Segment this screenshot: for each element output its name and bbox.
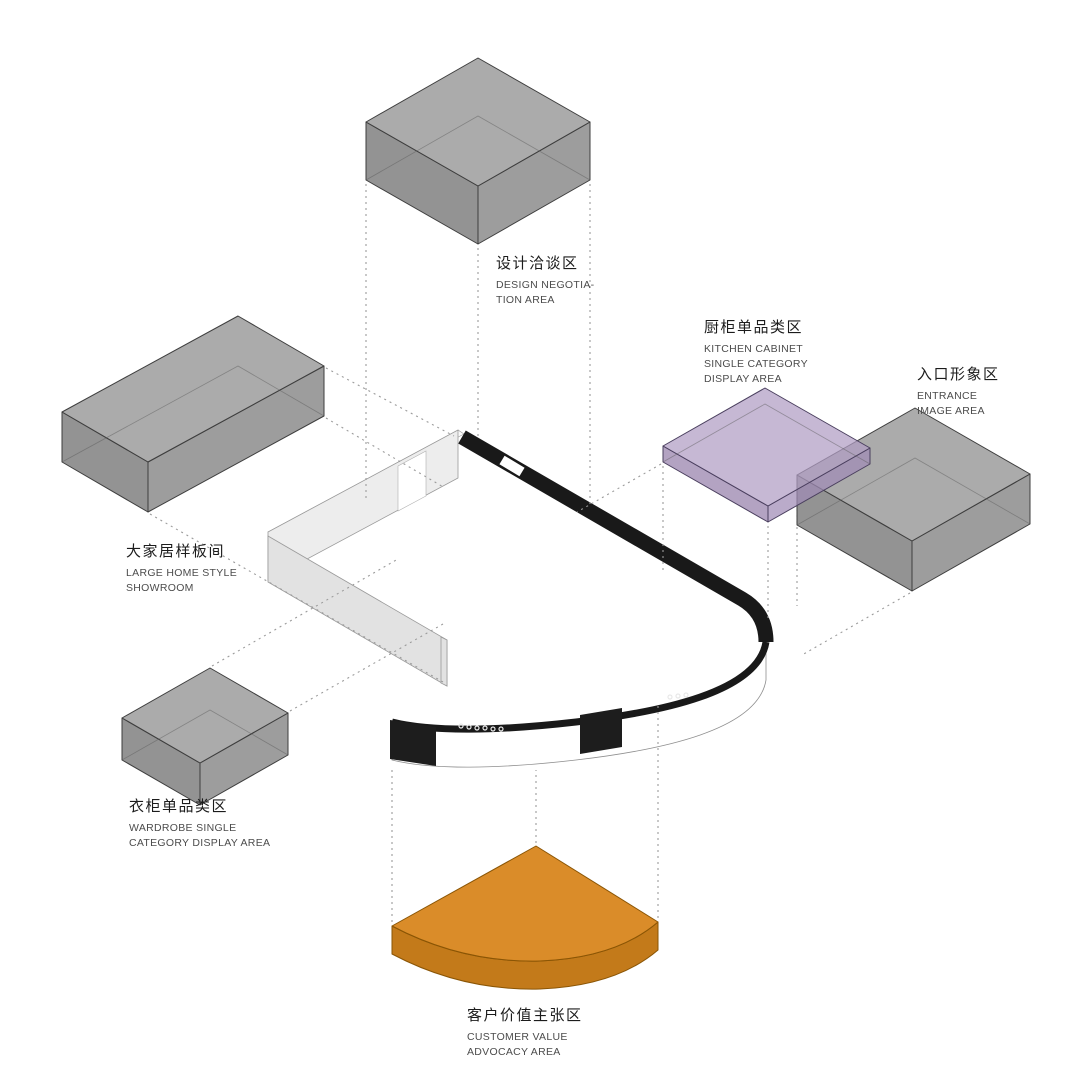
projection-line	[576, 463, 662, 513]
plan-wall-notch-cap	[440, 636, 448, 687]
dot-icon	[683, 692, 689, 698]
plan-door-block	[390, 720, 436, 766]
box-top-face	[121, 667, 289, 764]
label-en: ENTRANCE IMAGE AREA	[917, 390, 985, 418]
dot-icon	[458, 723, 464, 729]
plan-door-gap	[499, 455, 525, 477]
dot-icon	[498, 726, 504, 732]
projection-line	[149, 513, 444, 683]
label-entrance: 入口形象区 ENTRANCE IMAGE AREA	[917, 363, 1000, 419]
floor-plan	[267, 429, 774, 768]
label-en: LARGE HOME STYLE SHOWROOM	[126, 567, 237, 595]
label-en: KITCHEN CABINET SINGLE CATEGORY DISPLAY …	[704, 343, 808, 386]
plan-wall-front-face	[391, 641, 767, 768]
label-zh: 衣柜单品类区	[129, 798, 229, 815]
dot-icon	[675, 693, 681, 699]
plan-wall-notch-face	[267, 535, 448, 687]
design-negotiation-box	[365, 57, 591, 245]
plan-door-opening	[397, 450, 427, 512]
label-zh: 入口形象区	[917, 366, 1000, 383]
box-top-face	[365, 57, 591, 187]
entrance-image-box	[796, 407, 1031, 592]
dot-icon	[667, 694, 673, 700]
box-hidden-edges	[365, 115, 591, 181]
dot-icon	[482, 725, 488, 731]
projection-line	[801, 592, 911, 656]
label-zh: 客户价值主张区	[467, 1007, 583, 1024]
box-hidden-edges	[662, 403, 871, 465]
box-hidden-edges	[61, 365, 325, 463]
customer-value-box	[391, 845, 659, 990]
projection-line	[325, 367, 455, 437]
box-top-face	[61, 315, 325, 463]
box-top-face	[662, 387, 871, 507]
label-kitchen-cabinet: 厨柜单品类区 KITCHEN CABINET SINGLE CATEGORY D…	[704, 316, 808, 388]
label-en: CUSTOMER VALUE ADVOCACY AREA	[467, 1031, 568, 1059]
kitchen-cabinet-box	[662, 387, 871, 523]
box-hidden-edges	[796, 457, 1031, 526]
label-wardrobe: 衣柜单品类区 WARDROBE SINGLE CATEGORY DISPLAY …	[129, 795, 270, 851]
label-large-home: 大家居样板间 LARGE HOME STYLE SHOWROOM	[126, 540, 237, 596]
label-en: DESIGN NEGOTIA- TION AREA	[496, 279, 595, 307]
box-top-face	[391, 845, 659, 962]
plan-wall-north	[458, 430, 774, 643]
large-home-showroom-box	[61, 315, 325, 513]
plan-detail-dots	[458, 692, 689, 732]
plan-wall-front-edge	[391, 641, 770, 733]
label-zh: 大家居样板间	[126, 543, 226, 560]
dot-icon	[490, 726, 496, 732]
projection-lines	[149, 184, 911, 922]
label-zh: 设计洽谈区	[496, 255, 579, 272]
dot-icon	[466, 724, 472, 730]
label-design-negotiation: 设计洽谈区 DESIGN NEGOTIA- TION AREA	[496, 252, 594, 308]
wardrobe-box	[121, 667, 289, 806]
label-en: WARDROBE SINGLE CATEGORY DISPLAY AREA	[129, 822, 271, 850]
label-zh: 厨柜单品类区	[704, 319, 804, 336]
projection-line	[325, 417, 446, 489]
label-customer-value: 客户价值主张区 CUSTOMER VALUE ADVOCACY AREA	[467, 1004, 583, 1060]
box-hidden-edges	[121, 709, 289, 761]
plan-door-block	[580, 708, 622, 754]
dot-icon	[474, 725, 480, 731]
